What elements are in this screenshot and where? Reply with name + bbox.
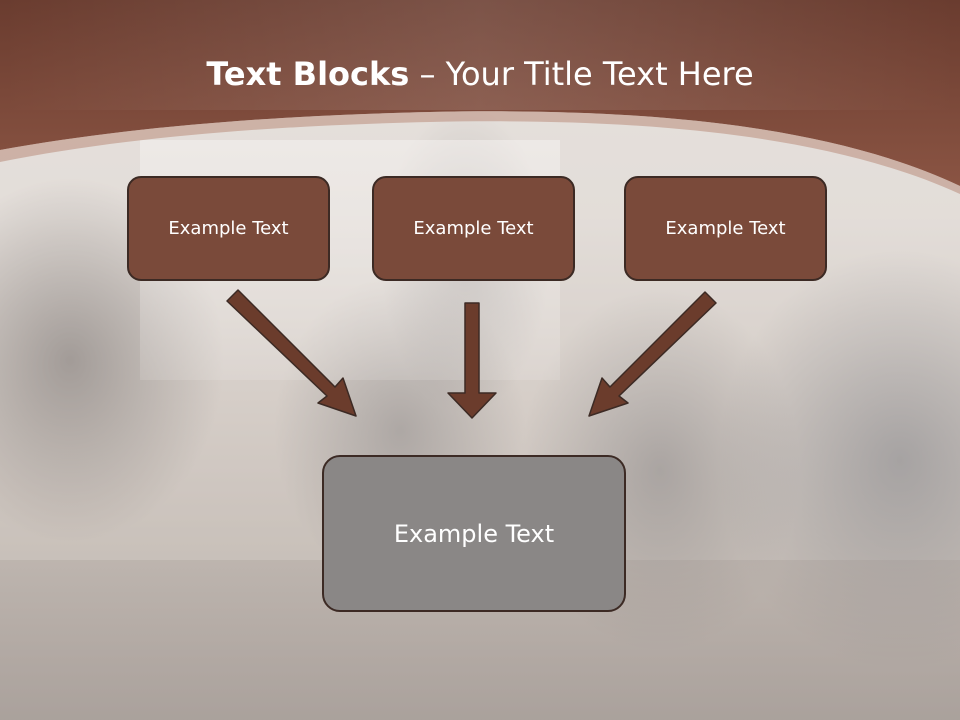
target-block[interactable]: Example Text	[322, 455, 626, 612]
target-block-label: Example Text	[393, 519, 555, 548]
title-light: Your Title Text Here	[445, 55, 754, 93]
arrow-down-icon	[447, 302, 497, 419]
text-block-2[interactable]: Example Text	[372, 176, 575, 281]
title-separator: –	[409, 55, 446, 93]
arrow-right-icon	[588, 291, 717, 417]
text-block-1[interactable]: Example Text	[127, 176, 330, 281]
text-block-1-label: Example Text	[168, 218, 289, 239]
arrow-left-icon	[226, 289, 357, 417]
slide-title: Text Blocks – Your Title Text Here	[0, 52, 960, 96]
title-strong: Text Blocks	[206, 55, 410, 93]
text-block-2-label: Example Text	[413, 218, 534, 239]
header-band	[0, 0, 960, 194]
text-block-3[interactable]: Example Text	[624, 176, 827, 281]
text-block-3-label: Example Text	[665, 218, 786, 239]
